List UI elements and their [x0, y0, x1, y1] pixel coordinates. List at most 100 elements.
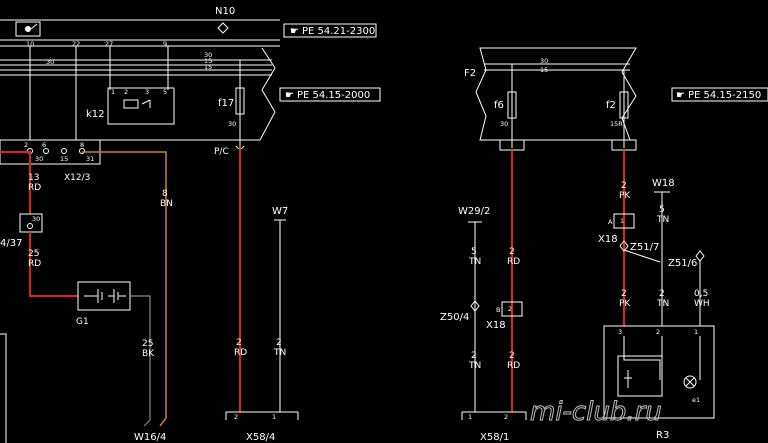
f2-fuse-block: 30 15 F2 f6 f2 30 15R — [464, 47, 637, 151]
pin-x18-b-2: 2 — [508, 305, 512, 313]
k12-label: k12 — [86, 109, 105, 120]
heater-icon — [624, 370, 632, 388]
wire-2rd-a-color: RD — [234, 348, 247, 358]
f6-fuse — [507, 91, 517, 119]
r3-component — [603, 325, 715, 419]
wire-2tn-a-color: TN — [273, 348, 286, 358]
wire-2tn-a-num: 2 — [276, 338, 282, 348]
pin-k12-2: 2 — [124, 88, 128, 96]
wire-2pk-a-color: PK — [619, 191, 631, 201]
pin-x18-b-b: B — [496, 306, 500, 314]
n10-symbol-box — [15, 21, 41, 37]
wire-5tn-a-num: 5 — [471, 247, 477, 257]
ref-box-2: ☛ PE 54.15-2000 — [279, 87, 381, 102]
wire-25bk-num: 25 — [142, 339, 153, 349]
z50-4-label: Z50/4 — [440, 312, 469, 323]
wire-2tn-b-color: TN — [468, 361, 481, 371]
ref-box-1: ☛ PE 54.21-2300 — [283, 23, 377, 38]
pin-x18-a-1: 1 — [620, 217, 624, 225]
bus-30b: 30 — [204, 51, 212, 59]
splice-z51-6-icon — [695, 250, 705, 262]
w16-4-label: W16/4 — [134, 432, 166, 443]
wire-2rd-b-num: 2 — [509, 247, 515, 257]
n10-marker-icon — [217, 22, 229, 34]
f2-fuse — [619, 91, 629, 119]
wire-2rd-c-color: RD — [507, 361, 520, 371]
x58-4-label: X58/4 — [246, 432, 275, 443]
k12-relay — [107, 87, 175, 125]
f6-pin: 30 — [500, 120, 508, 128]
f17-label: f17 — [218, 98, 234, 109]
n10-symbol-icon — [25, 26, 31, 32]
watermark: mi-club.ru — [530, 397, 662, 427]
bus-30c: 30 — [540, 57, 548, 65]
wire-2rd-a-num: 2 — [236, 338, 242, 348]
z51-7-label: Z51/7 — [630, 242, 659, 253]
pin-x58-4-1: 1 — [272, 413, 276, 421]
bus-15c: 15 — [540, 66, 548, 74]
hand-icon: ☛ — [290, 26, 299, 37]
pin-n10-10: 10 — [26, 40, 34, 48]
pin-n10-22: 22 — [72, 40, 80, 48]
f2-pin: 15R — [610, 120, 623, 128]
wire-2tn-c-num: 2 — [659, 289, 665, 299]
pin-k12-3: 3 — [145, 88, 149, 96]
pin-r3-3: 3 — [618, 328, 622, 336]
wire-13-color: RD — [28, 183, 41, 193]
x12-3-label: X12/3 — [64, 173, 90, 183]
hand-icon: ☛ — [285, 90, 294, 101]
pin-x58-1-2: 2 — [504, 413, 508, 421]
w29-2-label: W29/2 — [458, 206, 490, 217]
ref-2-text: PE 54.15-2000 — [297, 90, 370, 101]
pc-label: P/C — [214, 147, 229, 157]
wire-5tn-b-color: TN — [656, 215, 669, 225]
e1-label: e1 — [692, 396, 700, 404]
x18-b-connector — [501, 301, 523, 317]
hand-icon: ☛ — [676, 90, 685, 101]
w18-label: W18 — [652, 178, 675, 189]
pin-conn-30: 30 — [32, 215, 40, 223]
pin-n10-9: 9 — [163, 40, 167, 48]
wire-2rd-c-num: 2 — [509, 351, 515, 361]
middle-wiring: 2 RD W7 2 TN 2 1 X58/4 — [225, 148, 299, 443]
wire-5tn-b-num: 5 — [659, 205, 665, 215]
f17-fuse — [235, 87, 245, 115]
wire-5tn-a-color: TN — [468, 257, 481, 267]
wire-25-num: 25 — [28, 249, 39, 259]
pin-k12-1: 1 — [111, 88, 115, 96]
x58-1-label: X58/1 — [480, 432, 509, 443]
ref-1-text: PE 54.21-2300 — [302, 26, 375, 37]
pin-r3-2: 2 — [656, 328, 660, 336]
wire-13-num: 13 — [28, 173, 39, 183]
pin-x12-31: 31 — [86, 155, 94, 163]
relay-coil-icon — [123, 99, 139, 109]
pin-x18-a-a: A — [608, 218, 613, 226]
wire-2pk-b-color: PK — [619, 299, 631, 309]
pin-k12-5: 5 — [163, 88, 167, 96]
pin-x12-8: 8 — [80, 141, 84, 149]
bus-15b: 15 — [204, 63, 212, 71]
g1-label: G1 — [76, 317, 89, 327]
f6-label: f6 — [494, 100, 504, 111]
pin-x58-4-2: 2 — [234, 413, 238, 421]
x18-a-label: X18 — [598, 234, 618, 245]
wire-05wh-color: WH — [694, 299, 710, 309]
r3-label: R3 — [656, 430, 669, 441]
x18-a-connector — [613, 213, 635, 229]
ref-3-text: PE 54.15-2150 — [688, 90, 761, 101]
pin-n10-27: 27 — [105, 40, 113, 48]
right-wiring: 2 RD 2 RD B 2 X18 W29/2 5 TN Z50/4 2 TN … — [440, 150, 715, 443]
pin-x12-2: 2 — [24, 141, 28, 149]
wire-2tn-c-color: TN — [656, 299, 669, 309]
wire-8-num: 8 — [162, 189, 168, 199]
pin-x12-6: 6 — [42, 141, 46, 149]
w7-label: W7 — [272, 206, 288, 217]
battery-icon — [84, 289, 126, 303]
wire-2pk-b-num: 2 — [621, 289, 627, 299]
wire-05wh-num: 0,5 — [694, 289, 708, 299]
wire-8-color: BN — [160, 199, 173, 209]
pin-x12-30: 30 — [35, 155, 43, 163]
wire-25-color: RD — [28, 259, 41, 269]
